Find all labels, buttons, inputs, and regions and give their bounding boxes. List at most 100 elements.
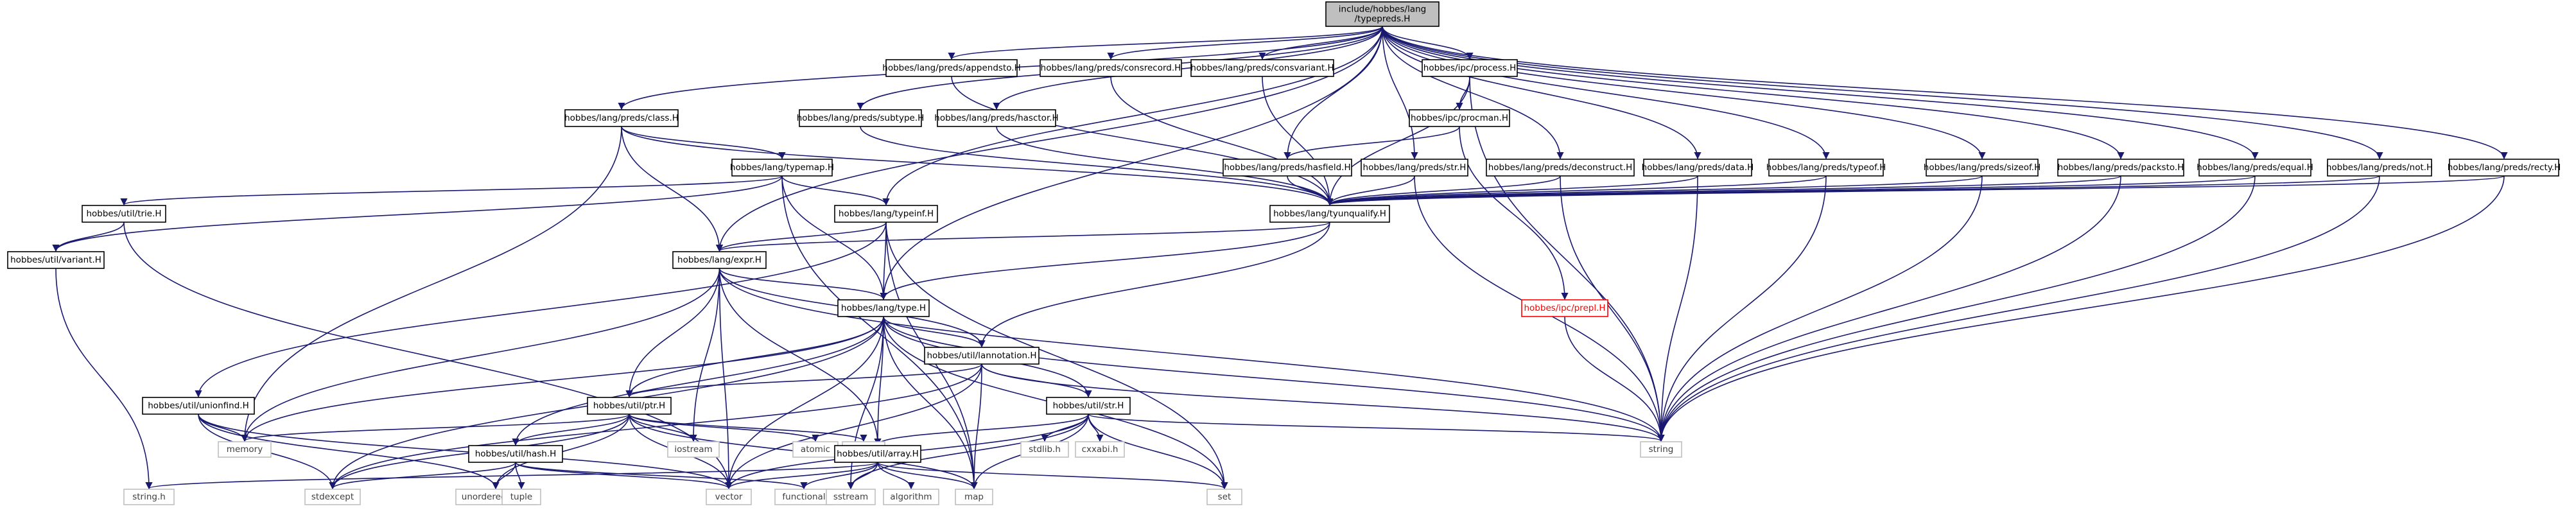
node-box-root — [1325, 1, 1440, 27]
node-subtype[interactable]: hobbes/lang/preds/subtype.H — [797, 109, 925, 127]
node-box-data — [1643, 159, 1752, 177]
node-sizeof[interactable]: hobbes/lang/preds/sizeof.H — [1924, 159, 2041, 177]
edge-ipcprocess-to-string — [1469, 76, 1665, 442]
node-iostream: iostream — [667, 441, 720, 458]
node-box-consrecord — [1040, 59, 1182, 77]
node-label-set: set — [1218, 492, 1231, 502]
node-ptr[interactable]: hobbes/util/ptr.H — [587, 397, 672, 415]
edge-class-to-typemap — [621, 126, 786, 160]
edge-utilstr-to-set — [1088, 413, 1228, 490]
node-label-recty: hobbes/lang/preds/recty.H — [2448, 162, 2561, 173]
node-box-not — [2327, 159, 2432, 177]
node-appendsto[interactable]: hobbes/lang/preds/appendsto.H — [882, 59, 1021, 77]
edge-type-to-memory — [241, 316, 884, 442]
node-label-sstream: sstream — [833, 492, 868, 502]
node-tyunqualify[interactable]: hobbes/lang/tyunqualify.H — [1269, 205, 1390, 223]
edge-appendsto-to-tyunqualify — [951, 76, 1334, 206]
node-box-set — [1206, 489, 1242, 505]
node-label-typeinf: hobbes/lang/typeinf.H — [839, 209, 934, 219]
edge-root-to-consrecord — [1107, 26, 1383, 60]
node-sstream: sstream — [826, 489, 876, 505]
node-box-ptr — [587, 397, 672, 415]
node-hash[interactable]: hobbes/util/hash.H — [468, 445, 563, 463]
node-typeof[interactable]: hobbes/lang/preds/typeof.H — [1766, 159, 1886, 177]
node-box-tyunqualify — [1269, 205, 1390, 223]
edge-typeinf-to-expr — [716, 222, 887, 252]
edge-expr-to-memory — [241, 268, 720, 442]
node-not[interactable]: hobbes/lang/preds/not.H — [2326, 159, 2433, 177]
node-utilstr[interactable]: hobbes/util/str.H — [1046, 397, 1131, 415]
node-box-predsstr — [1361, 159, 1468, 177]
node-ipcprocess[interactable]: hobbes/ipc/process.H — [1422, 59, 1518, 77]
node-data[interactable]: hobbes/lang/preds/data.H — [1642, 159, 1754, 177]
node-hasctor[interactable]: hobbes/lang/preds/hasctor.H — [934, 109, 1059, 127]
edge-root-to-packsto — [1382, 26, 2125, 160]
node-array[interactable]: hobbes/util/array.H — [834, 445, 921, 463]
node-consvariant[interactable]: hobbes/lang/preds/consvariant.H — [1190, 59, 1334, 77]
node-variant[interactable]: hobbes/util/variant.H — [7, 251, 105, 269]
node-predsstr[interactable]: hobbes/lang/preds/str.H — [1361, 159, 1468, 177]
node-type[interactable]: hobbes/lang/type.H — [837, 299, 930, 317]
edge-typemap-to-variant — [52, 175, 783, 252]
node-label-typemap: hobbes/lang/typemap.H — [730, 162, 834, 173]
edge-type-to-string — [883, 316, 1665, 442]
node-prepl[interactable]: hobbes/ipc/prepl.H — [1521, 299, 1608, 317]
node-box-vector — [706, 489, 752, 505]
node-lannotation[interactable]: hobbes/util/lannotation.H — [924, 347, 1040, 365]
node-label-stringh: string.h — [132, 492, 166, 502]
node-stdlib: stdlib.h — [1020, 441, 1069, 458]
edge-consrecord-to-tyunqualify — [1110, 76, 1334, 206]
node-unionfind[interactable]: hobbes/util/unionfind.H — [142, 397, 255, 415]
node-hasfield[interactable]: hobbes/lang/preds/hasfield.H — [1223, 159, 1352, 177]
node-root[interactable]: include/hobbes/lang/typepreds.H — [1325, 1, 1440, 27]
node-label-memory: memory — [227, 444, 263, 455]
edge-recty-to-tyunqualify — [1327, 175, 2505, 206]
edge-typemap-to-trie — [120, 175, 783, 206]
node-label-vector: vector — [715, 492, 743, 502]
node-packsto[interactable]: hobbes/lang/preds/packsto.H — [2057, 159, 2184, 177]
node-box-subtype — [799, 109, 922, 127]
node-class[interactable]: hobbes/lang/preds/class.H — [564, 109, 679, 127]
node-equal[interactable]: hobbes/lang/preds/equal.H — [2197, 159, 2313, 177]
node-deconstruct[interactable]: hobbes/lang/preds/deconstruct.H — [1486, 159, 1635, 177]
node-label-variant: hobbes/util/variant.H — [10, 255, 101, 265]
edge-array-to-vector — [725, 462, 878, 490]
node-stringh: string.h — [123, 489, 175, 505]
edge-equal-to-tyunqualify — [1327, 175, 2256, 206]
edge-tyunqualify-to-lannotation — [978, 222, 1330, 348]
node-box-equal — [2198, 159, 2311, 177]
node-label-hash: hobbes/util/hash.H — [475, 449, 557, 459]
node-typeinf[interactable]: hobbes/lang/typeinf.H — [834, 205, 938, 223]
node-box-type — [837, 299, 930, 317]
edge-root-to-hasctor — [993, 26, 1383, 110]
node-tuple: tuple — [501, 489, 541, 505]
node-label-class: hobbes/lang/preds/class.H — [564, 113, 679, 123]
edge-typeof-to-tyunqualify — [1326, 175, 1827, 206]
edge-typemap-to-map — [781, 175, 978, 490]
edge-ptr-to-memory — [241, 413, 630, 442]
edge-ipcprocess-to-procman — [1456, 76, 1470, 110]
edge-consvariant-to-tyunqualify — [1262, 76, 1334, 206]
node-consrecord[interactable]: hobbes/lang/preds/consrecord.H — [1040, 59, 1182, 77]
edge-expr-to-array — [718, 268, 882, 446]
edge-not-to-string — [1657, 175, 2380, 442]
node-box-stdexcept — [304, 489, 361, 505]
edge-packsto-to-string — [1657, 175, 2121, 442]
node-label-ptr: hobbes/util/ptr.H — [593, 401, 665, 411]
edge-typeof-to-string — [1657, 175, 1827, 442]
node-label-typeof: hobbes/lang/preds/typeof.H — [1766, 162, 1886, 173]
edge-type-to-lannotation — [883, 316, 986, 348]
node-box-algorithm — [883, 489, 939, 505]
node-expr[interactable]: hobbes/lang/expr.H — [672, 251, 767, 269]
edge-ptr-to-hash — [512, 413, 630, 446]
node-recty[interactable]: hobbes/lang/preds/recty.H — [2448, 159, 2561, 177]
node-procman[interactable]: hobbes/ipc/procman.H — [1409, 109, 1510, 127]
node-box-sizeof — [1926, 159, 2039, 177]
node-stdexcept: stdexcept — [304, 489, 361, 505]
node-label-stdexcept: stdexcept — [311, 492, 354, 502]
node-typemap[interactable]: hobbes/lang/typemap.H — [730, 159, 834, 177]
node-trie[interactable]: hobbes/util/trie.H — [82, 205, 166, 223]
node-label-hasctor: hobbes/lang/preds/hasctor.H — [934, 113, 1058, 123]
edge-lannotation-to-map — [970, 363, 982, 490]
edge-tyunqualify-to-expr — [716, 222, 1330, 252]
